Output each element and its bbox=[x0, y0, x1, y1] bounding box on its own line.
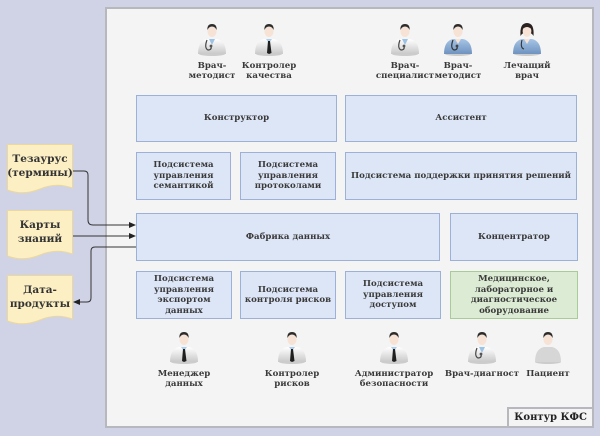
doctor-stethoscope-icon bbox=[441, 20, 475, 56]
concentrator-box[interactable]: Концентратор bbox=[450, 213, 578, 261]
decision-support-box[interactable]: Подсистема поддержки принятия решений bbox=[345, 152, 577, 200]
person-tie-icon bbox=[167, 328, 201, 364]
actor-doctor-methodist-2: Врач- методист bbox=[413, 20, 503, 81]
protocols-subsystem-box[interactable]: Подсистема управления протоколами bbox=[240, 152, 336, 200]
semantics-subsystem-box[interactable]: Подсистема управления семантикой bbox=[136, 152, 231, 200]
actor-label: Врач- методист bbox=[434, 61, 482, 81]
actor-label: Пациент bbox=[526, 369, 570, 379]
document-data-products[interactable]: Дата-продукты bbox=[7, 275, 73, 325]
contour-label: Контур КФС bbox=[507, 407, 592, 426]
actor-label: Лечащий врач bbox=[503, 61, 551, 81]
export-subsystem-box[interactable]: Подсистема управления экспортом данных bbox=[136, 271, 232, 319]
document-label: Дата-продукты bbox=[9, 284, 71, 310]
actor-risk-controller: Контролер рисков bbox=[247, 328, 337, 389]
actor-label: Менеджер данных bbox=[157, 369, 211, 389]
actor-data-manager: Менеджер данных bbox=[139, 328, 229, 389]
access-subsystem-box[interactable]: Подсистема управления доступом bbox=[345, 271, 441, 319]
data-factory-box[interactable]: Фабрика данных bbox=[136, 213, 440, 261]
actor-label: Врач- методист bbox=[188, 61, 236, 81]
actor-label: Врач-диагност bbox=[444, 369, 520, 379]
actor-doctor-methodist: Врач- методист bbox=[167, 20, 257, 81]
risk-control-subsystem-box[interactable]: Подсистема контроля рисков bbox=[240, 271, 336, 319]
doctor-stethoscope-icon bbox=[465, 328, 499, 364]
female-doctor-icon bbox=[510, 20, 544, 56]
actor-label: Врач- специалист bbox=[375, 61, 435, 81]
document-shape-icon bbox=[7, 210, 73, 260]
document-knowledge-maps[interactable]: Карты знаний bbox=[7, 210, 73, 260]
actor-doctor-specialist: Врач- специалист bbox=[360, 20, 450, 81]
document-thesaurus[interactable]: Тезаурус (термины) bbox=[7, 144, 73, 194]
actor-quality-controller: Контролер качества bbox=[224, 20, 314, 81]
actor-label: Контролер рисков bbox=[264, 369, 320, 389]
actor-diagnostician: Врач-диагност bbox=[437, 328, 527, 379]
document-shape-icon bbox=[7, 144, 73, 194]
document-label: Карты знаний bbox=[17, 219, 63, 245]
actor-security-admin: Администратор безопасности bbox=[349, 328, 439, 389]
actor-patient: Пациент bbox=[503, 328, 593, 379]
constructor-box[interactable]: Конструктор bbox=[136, 95, 337, 142]
actor-label: Администратор безопасности bbox=[354, 369, 434, 389]
document-label: Тезаурус (термины) bbox=[7, 153, 73, 179]
actor-label: Контролер качества bbox=[241, 61, 297, 81]
patient-icon bbox=[531, 328, 565, 364]
document-shape-icon bbox=[7, 275, 73, 325]
person-tie-icon bbox=[377, 328, 411, 364]
person-tie-icon bbox=[252, 20, 286, 56]
assistant-box[interactable]: Ассистент bbox=[345, 95, 577, 142]
actor-attending-physician: Лечащий врач bbox=[482, 20, 572, 81]
person-tie-icon bbox=[275, 328, 309, 364]
equipment-box[interactable]: Медицинское, лабораторное и диагностичес… bbox=[450, 271, 578, 319]
